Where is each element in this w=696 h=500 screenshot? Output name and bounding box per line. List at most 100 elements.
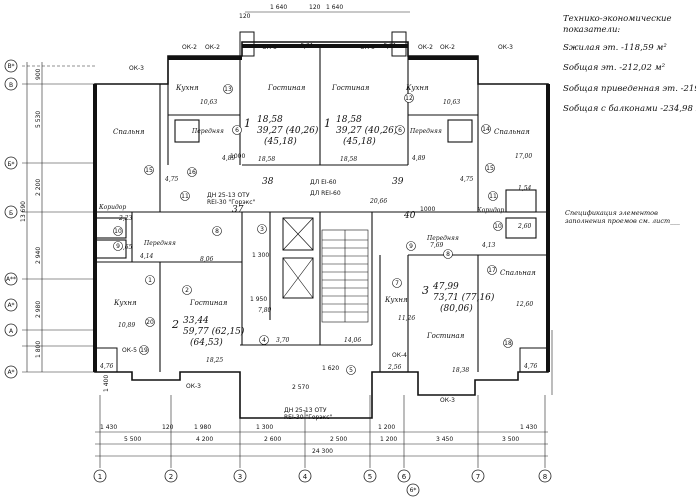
element-callout: 6 (232, 125, 242, 135)
dimension-text: 1 200 (378, 424, 395, 431)
svg-text:В*: В* (7, 63, 14, 70)
svg-text:3: 3 (238, 473, 242, 481)
room-label-living: Гостиная (189, 299, 228, 307)
apartment-summary-3: 3 47,99 73,71 (77,16) (80,06) (422, 282, 495, 314)
axis-marker-8: 8 (538, 469, 552, 483)
dimension-text: 1 430 (520, 424, 537, 431)
dimension-text: 2 500 (330, 436, 347, 443)
svg-text:А**: А** (6, 276, 16, 283)
dimension-text: 2 600 (264, 436, 281, 443)
dimension-text: 1 300 (252, 252, 269, 259)
svg-text:(80,06): (80,06) (440, 303, 473, 314)
element-callout: 9 (406, 241, 416, 251)
area-figure: 10,63 (200, 99, 217, 106)
dimension-text: 1000 (230, 153, 245, 160)
area-figure: 4,89 (221, 155, 236, 162)
window-label: ОК-2 (205, 44, 220, 51)
svg-text:11: 11 (181, 193, 189, 200)
area-figure: 14,06 (344, 337, 361, 344)
room-label-hall: Передняя (409, 128, 442, 135)
area-figure: 4,75 (164, 176, 179, 183)
svg-text:7: 7 (395, 280, 399, 287)
element-callout: 10 (113, 226, 123, 236)
balconies (94, 31, 549, 373)
axis-marker-v-star: В* (4, 59, 18, 73)
window-label: ОК-5 (262, 44, 277, 51)
area-figure: 2,23 (118, 215, 133, 222)
element-callout: 10 (493, 221, 503, 231)
dimension-text: 120 (309, 4, 321, 11)
svg-text:9: 9 (116, 243, 120, 250)
room-label-bedroom: Спальня (113, 128, 145, 136)
apartment-summaries: 1 18,58 39,27 (40,26) (45,18) 1 18,58 39… (171, 115, 495, 348)
svg-text:6: 6 (398, 127, 402, 134)
room-label-bedroom: Спальная (494, 128, 530, 136)
axis-markers-left: В* В Б* Б А** А* А А* (4, 59, 18, 379)
axis-marker-2: 2 (164, 469, 178, 483)
svg-text:6: 6 (235, 127, 239, 134)
area-figure: 4,14 (139, 253, 154, 260)
svg-text:(64,53): (64,53) (190, 337, 223, 348)
specification-note: Спецификация элементов заполнения проемо… (565, 209, 680, 226)
element-callout: 20 (145, 317, 155, 327)
dimension-text: 2 200 (35, 179, 42, 196)
dimension-text: 1 800 (35, 341, 42, 358)
area-figure: 4,89 (411, 155, 426, 162)
svg-text:7: 7 (476, 473, 480, 481)
svg-text:15: 15 (145, 167, 153, 174)
room-label-corridor: Коридор (98, 204, 126, 211)
core-stair-elevator (282, 217, 369, 323)
room-area-figures: 10,63 4,89 18,58 18,58 4,89 10,63 17,00 … (99, 43, 538, 374)
room-label-living: Гостиная (267, 84, 306, 92)
window-label: ОК-2 (182, 44, 197, 51)
area-figure: 4,75 (459, 176, 474, 183)
element-callout: 14 (481, 124, 491, 134)
door-spec-label: ДН 25-13 ОТУ (284, 407, 327, 414)
svg-text:10: 10 (494, 223, 502, 230)
window-label: ОК-3 (129, 65, 144, 72)
element-callout: 15 (144, 165, 154, 175)
area-figure: 17,00 (515, 153, 532, 160)
svg-text:2: 2 (169, 473, 173, 481)
area-figure: 4,13 (481, 242, 496, 249)
room-label-kitchen: Кухня (405, 84, 429, 92)
svg-text:8: 8 (446, 251, 450, 258)
axis-marker-b-star: Б* (4, 156, 18, 170)
svg-text:59,77 (62,15): 59,77 (62,15) (183, 326, 245, 337)
area-figure: 3,70 (276, 337, 290, 344)
door-spec-label: REI-30 "Горэкс" (284, 414, 333, 421)
technical-marks: ДН 25-13 ОТУ REI-30 "Горэкс" ДН 25-13 ОТ… (207, 153, 435, 421)
stair-treads (321, 229, 369, 323)
dimension-texts: 1 640 120 1 640 120 900 5 530 2 200 13 6… (20, 4, 537, 455)
dimension-text: 1 200 (380, 436, 397, 443)
svg-text:12: 12 (405, 95, 413, 102)
callout-39: 39 (392, 177, 404, 187)
svg-text:39,27 (40,26): 39,27 (40,26) (336, 125, 398, 136)
dimension-text: 2 980 (35, 301, 42, 318)
dimension-text: 1 640 (326, 4, 343, 11)
legend-row: Sжилая эт. -118,59 м² (563, 42, 667, 53)
element-callout: 11 (180, 191, 190, 201)
svg-text:18: 18 (504, 340, 512, 347)
legend-row: Sобщая с балконами -234,98 м² (563, 104, 696, 115)
svg-text:33,44: 33,44 (183, 316, 209, 326)
window-label: ОК-5 (360, 44, 375, 51)
svg-text:3: 3 (422, 284, 429, 297)
room-label-bedroom: Спальная (500, 269, 536, 277)
room-label-kitchen: Кухня (384, 296, 408, 304)
area-figure: 12,60 (516, 301, 533, 308)
technical-indicators-legend: Технико-экономические показатели: Sжилая… (563, 14, 696, 125)
svg-text:5: 5 (368, 473, 372, 481)
element-callout: 3 (257, 224, 267, 234)
element-callout: 19 (139, 345, 149, 355)
area-figure: 2,60 (517, 223, 532, 230)
axis-marker-b: Б (4, 205, 18, 219)
element-callout: 4 (259, 335, 269, 345)
svg-text:16: 16 (188, 169, 196, 176)
axis-marker-5: 5 (363, 469, 377, 483)
svg-text:39,27 (40,26): 39,27 (40,26) (257, 125, 319, 136)
elevator-shaft-2 (282, 257, 314, 299)
window-label: ОК-3 (440, 397, 455, 404)
area-figure: 20,66 (369, 198, 387, 205)
svg-text:11: 11 (489, 193, 497, 200)
